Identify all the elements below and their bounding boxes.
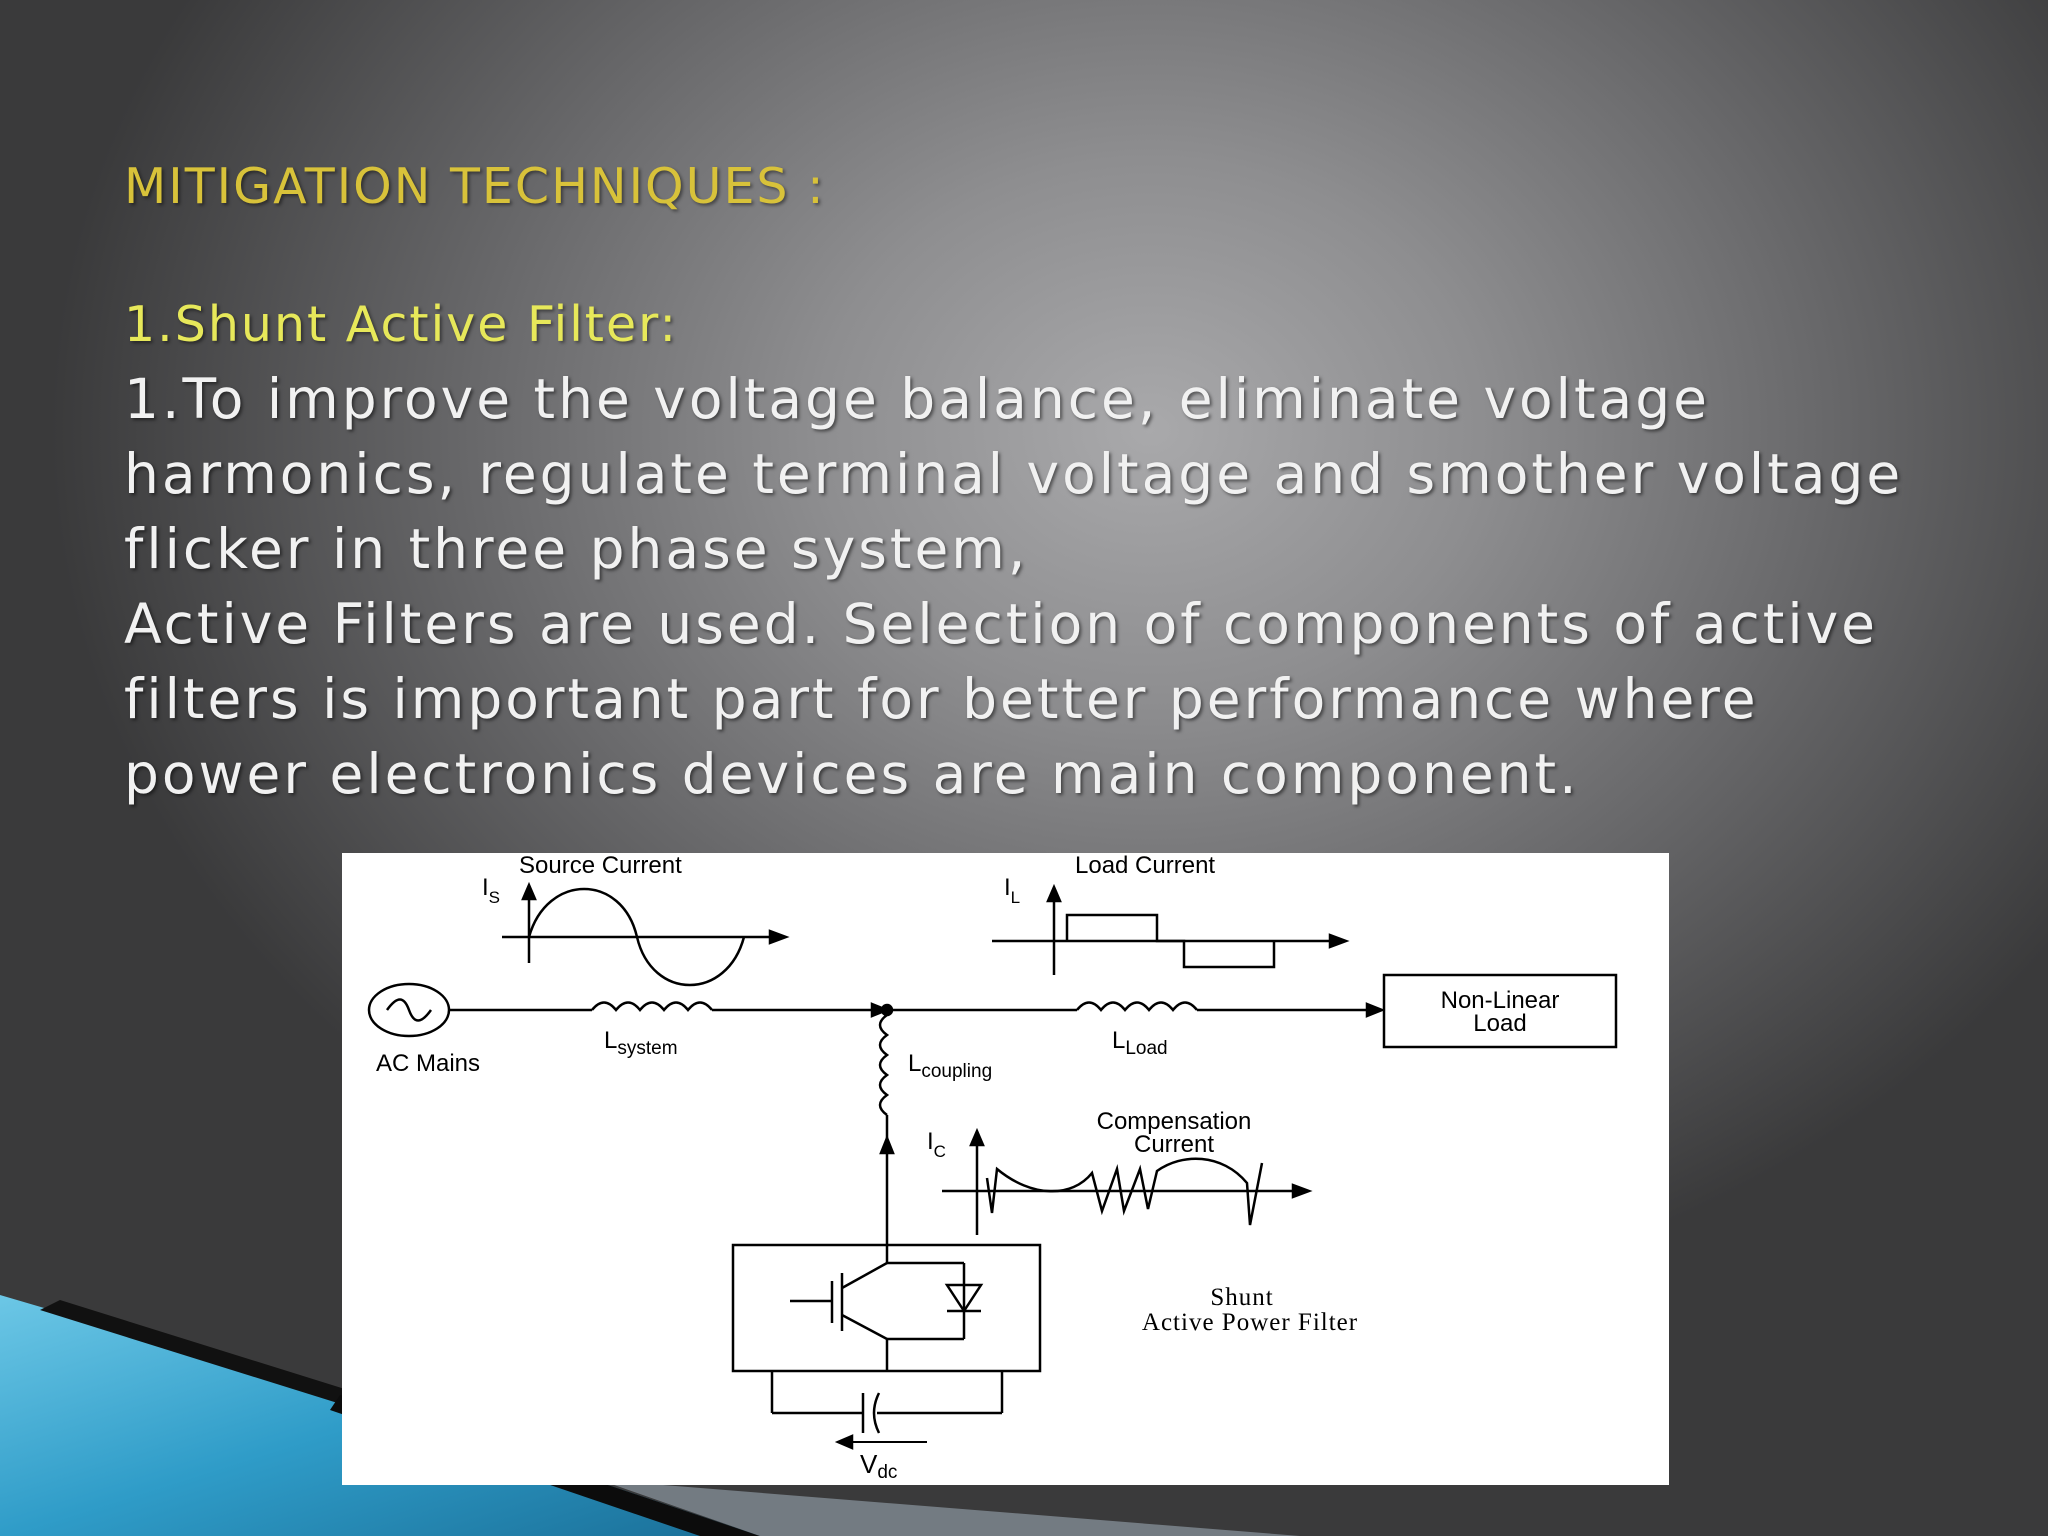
ac-mains-label: AC Mains — [376, 1050, 480, 1077]
body-line: flicker in three phase system, — [124, 517, 1029, 581]
source-current-label: Source Current — [519, 853, 682, 879]
nonlinear-load-box — [1382, 973, 1618, 1049]
l-load-inductor — [1076, 1001, 1198, 1012]
l-load-label: LLoad — [1112, 1027, 1168, 1059]
compensation-current-wave — [985, 1157, 1264, 1226]
ic-label: IC — [927, 1128, 946, 1161]
shunt-label-1: Shunt — [1210, 1284, 1273, 1311]
slide-subtitle: 1.Shunt Active Filter: — [124, 296, 678, 353]
nonlinear-load-label-2: Load — [1473, 1010, 1526, 1037]
l-system-inductor — [591, 1001, 713, 1012]
circuit-svg: Source Current Load Current IS IL IC AC … — [367, 853, 1618, 1483]
body-line: power electronics devices are main compo… — [124, 742, 1580, 806]
l-coupling-label: Lcoupling — [908, 1050, 992, 1082]
vdc-label: Vdc — [860, 1449, 897, 1483]
nonlinear-load-label-1: Non-Linear — [1441, 987, 1560, 1014]
compensation-label-2: Current — [1134, 1131, 1214, 1158]
load-current-label: Load Current — [1075, 853, 1215, 879]
is-label: IS — [482, 874, 500, 907]
l-coupling-inductor — [878, 1013, 890, 1117]
l-system-label: Lsystem — [604, 1027, 678, 1059]
il-label: IL — [1004, 874, 1020, 907]
body-line: filters is important part for better per… — [124, 667, 1759, 731]
slide-title: MITIGATION TECHNIQUES : — [124, 158, 826, 215]
shunt-filter-diagram: Source Current Load Current IS IL IC AC … — [342, 853, 1669, 1485]
body-line: harmonics, regulate terminal voltage and… — [124, 442, 1904, 506]
slide-body: 1.To improve the voltage balance, elimin… — [124, 362, 1924, 812]
source-current-wave — [527, 887, 746, 987]
body-line: 1.To improve the voltage balance, elimin… — [124, 367, 1710, 431]
load-current-wave — [1065, 913, 1276, 969]
compensation-label-1: Compensation — [1097, 1108, 1252, 1135]
shunt-label-2: Active Power Filter — [1142, 1309, 1358, 1336]
body-line: Active Filters are used. Selection of co… — [124, 592, 1879, 656]
